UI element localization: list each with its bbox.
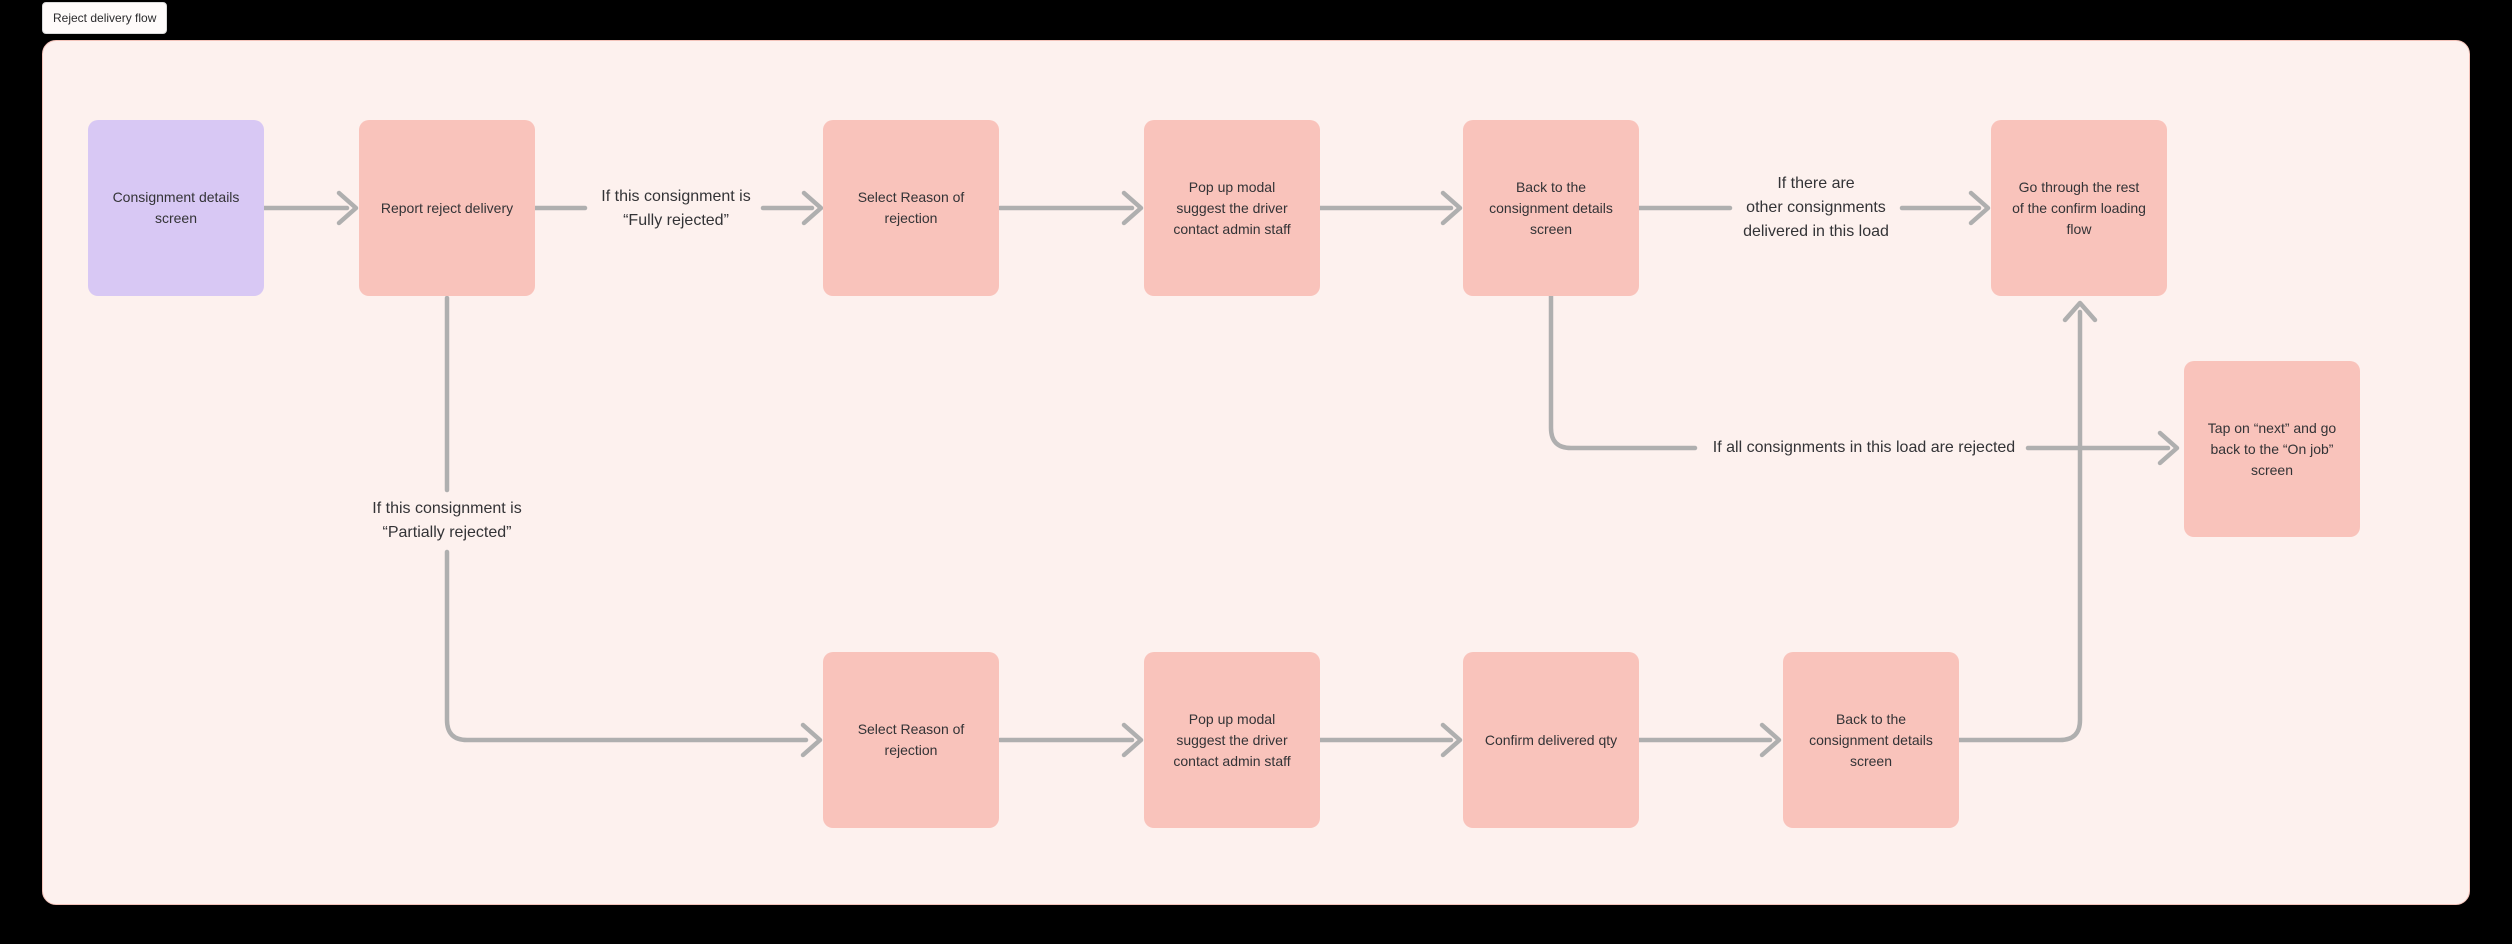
node-go-through-confirm-loading-flow[interactable]: Go through the rest of the confirm loadi… <box>1991 120 2167 296</box>
label-other-consignments-condition[interactable]: If there are other consignments delivere… <box>1743 175 1889 240</box>
label-partially-rejected-condition[interactable]: If this consignment is “Partially reject… <box>372 500 522 541</box>
node-select-reason-of-rejection-top[interactable]: Select Reason of rejection <box>823 120 999 296</box>
node-tap-next-back-to-on-job[interactable]: Tap on “next” and go back to the “On job… <box>2184 361 2360 537</box>
section-title-chip[interactable]: Reject delivery flow <box>42 2 168 34</box>
node-popup-modal-contact-admin-bottom[interactable]: Pop up modal suggest the driver contact … <box>1144 652 1320 828</box>
node-consignment-details-screen[interactable]: Consignment details screen <box>88 120 264 296</box>
node-popup-modal-contact-admin-top[interactable]: Pop up modal suggest the driver contact … <box>1144 120 1320 296</box>
node-report-reject-delivery[interactable]: Report reject delivery <box>359 120 535 296</box>
node-back-to-consignment-details-top[interactable]: Back to the consignment details screen <box>1463 120 1639 296</box>
node-confirm-delivered-qty[interactable]: Confirm delivered qty <box>1463 652 1639 828</box>
node-select-reason-of-rejection-bottom[interactable]: Select Reason of rejection <box>823 652 999 828</box>
node-back-to-consignment-details-bottom[interactable]: Back to the consignment details screen <box>1783 652 1959 828</box>
label-fully-rejected-condition[interactable]: If this consignment is “Fully rejected” <box>601 188 751 229</box>
label-all-rejected-condition[interactable]: If all consignments in this load are rej… <box>1712 439 2016 456</box>
